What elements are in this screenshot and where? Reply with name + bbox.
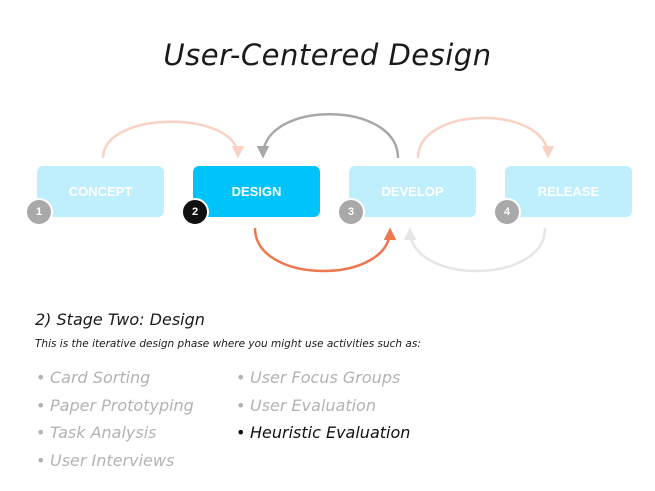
- activities-column-1: •Card Sorting •Paper Prototyping •Task A…: [36, 364, 194, 474]
- arrow-release-to-develop: [403, 227, 547, 273]
- bullet-icon: •: [236, 423, 246, 442]
- section-heading: 2) Stage Two: Design: [35, 310, 205, 329]
- bullet-icon: •: [36, 450, 46, 470]
- activity-label: Paper Prototyping: [50, 395, 194, 415]
- activity-label: Task Analysis: [50, 423, 157, 442]
- section-description: This is the iterative design phase where…: [35, 338, 421, 350]
- arrow-develop-to-design: [256, 113, 400, 159]
- arrow-develop-to-release: [416, 116, 555, 159]
- stage-number-badge-3: 3: [337, 198, 365, 226]
- activity-item: •User Focus Groups: [236, 364, 410, 392]
- diagram-title: User-Centered Design: [163, 38, 492, 72]
- stage-number-badge-2: 2: [181, 198, 209, 226]
- activity-label: Heuristic Evaluation: [250, 423, 411, 442]
- activity-label: User Interviews: [50, 450, 175, 470]
- activity-label: User Focus Groups: [250, 368, 401, 387]
- bullet-icon: •: [36, 395, 46, 415]
- activities-column-2: •User Focus Groups •User Evaluation •Heu…: [236, 364, 410, 447]
- bullet-icon: •: [236, 368, 246, 387]
- stage-release: RELEASE: [505, 166, 632, 217]
- bullet-icon: •: [36, 423, 46, 442]
- activity-label: Card Sorting: [50, 368, 151, 387]
- stage-develop: DEVELOP: [349, 166, 476, 217]
- activity-item: •User Interviews: [36, 447, 194, 475]
- stage-design: DESIGN: [193, 166, 320, 217]
- bullet-icon: •: [236, 395, 246, 415]
- arrow-concept-to-design: [101, 120, 245, 159]
- stage-concept: CONCEPT: [37, 166, 164, 217]
- activity-item: •Task Analysis: [36, 419, 194, 447]
- stage-number-badge-1: 1: [25, 198, 53, 226]
- activity-item-highlighted: •Heuristic Evaluation: [236, 419, 410, 447]
- stage-number-badge-4: 4: [493, 198, 521, 226]
- bullet-icon: •: [36, 368, 46, 387]
- activity-item: •Card Sorting: [36, 364, 194, 392]
- activity-item: •Paper Prototyping: [36, 392, 194, 420]
- activity-label: User Evaluation: [250, 395, 376, 415]
- activity-item: •User Evaluation: [236, 392, 410, 420]
- arrow-design-to-develop: [253, 227, 397, 273]
